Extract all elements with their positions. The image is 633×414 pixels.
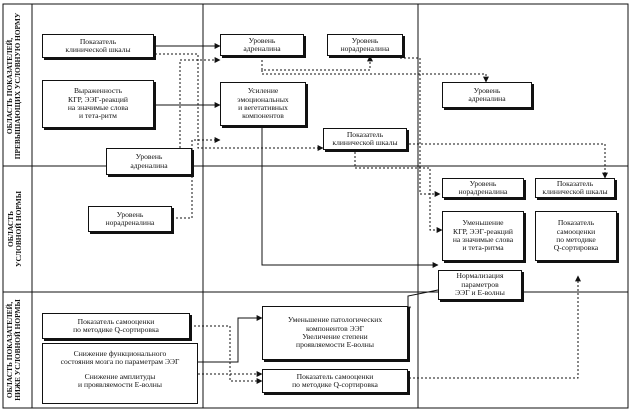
row-label-middle: ОБЛАСТЬ УСЛОВНОЙ НОРМЫ [6, 191, 23, 267]
connector-clinical2-kgr [354, 152, 443, 233]
connector-self2-self3 [405, 275, 581, 379]
noradrenaline-box-left: Уровень норадреналина [88, 206, 172, 232]
connector-clinical2-clinical3 [405, 143, 608, 179]
functional-state-box: Снижение функционального состояния мозга… [42, 343, 198, 404]
pathological-box: Уменьшение патологических компонентов ЭЭ… [262, 306, 408, 360]
outer-frame [2, 3, 629, 409]
noradrenaline-box-right: Уровень норадреналина [442, 178, 524, 198]
connector-adrenaline-right [261, 70, 489, 83]
kgr-eeg-box: Выраженность КГР, ЭЭГ-реакций на значимы… [42, 80, 154, 128]
connector-emotional-normalization [261, 125, 439, 268]
self-assessment-box-2: Показатель самооценки по методике Q-сорт… [262, 369, 408, 393]
connector-clinical1-clinical2 [155, 53, 324, 151]
connector-noradrenaline-left-up [172, 137, 221, 219]
self-assessment-box-3: Показатель самооценки по методике Q-сорт… [535, 211, 617, 261]
clinical-scale-box-2: Показатель клинической шкалы [323, 128, 407, 150]
self-assessment-box-1: Показатель самооценки по методике Q-сорт… [42, 313, 190, 339]
adrenaline-box-right: Уровень адреналина [442, 82, 532, 108]
kgr-decrease-box: Уменьшение КГР, ЭЭГ-реакций на значимые … [442, 211, 524, 261]
connector-left-adrenaline-up [179, 57, 221, 152]
connector-adrenaline-noradrenaline [261, 55, 373, 71]
connector-self1-self2 [190, 325, 263, 384]
adrenaline-box-top-mid: Уровень адреналина [220, 34, 304, 56]
clinical-scale-box-1: Показатель клинической шкалы [42, 34, 154, 58]
row-label-bottom: ОБЛАСТЬ ПОКАЗАТЕЛЕЙ, НИЖЕ УСЛОВНОЙ НОРМЫ [5, 299, 22, 401]
row-label-top: ОБЛАСТЬ ПОКАЗАТЕЛЕЙ, ПРЕВЫШАЮЩИХ УСЛОВНУ… [5, 12, 22, 160]
emotional-box: Усиление эмоциональных и вегетативных ко… [220, 82, 306, 126]
connector-normalization-pathological [405, 289, 439, 313]
clinical-scale-box-3: Показатель клинической шкалы [535, 178, 615, 198]
noradrenaline-box-top: Уровень норадреналина [327, 34, 403, 56]
adrenaline-box-bottom-left: Уровень адреналина [106, 148, 192, 175]
normalization-box: Нормализация параметров ЭЭГ и Е-волны [438, 270, 522, 300]
connector-noradrenaline-right [400, 57, 441, 197]
amplitude-box: Снижение амплитуды и проявляемости Е-вол… [78, 371, 162, 389]
connector-functional-pathological [198, 315, 263, 363]
